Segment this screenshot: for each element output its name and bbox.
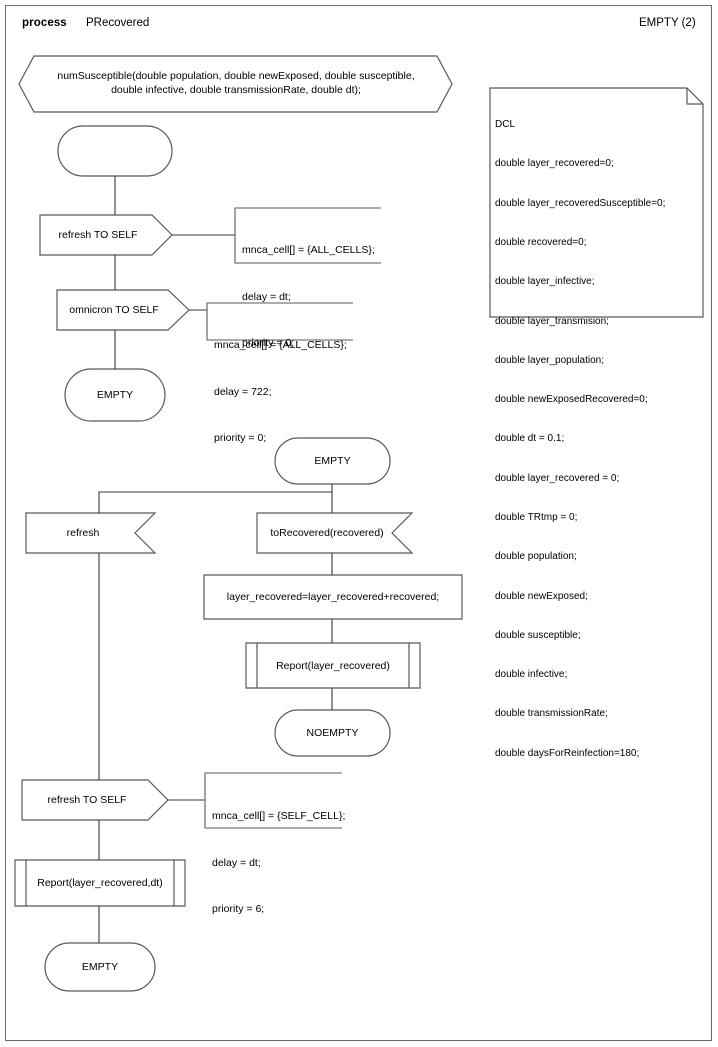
comment-refresh-2-line-1: mnca_cell[] = {SELF_CELL}; bbox=[212, 810, 346, 822]
dcl-line-8: double dt = 0.1; bbox=[495, 433, 565, 445]
dcl-line-10: double TRtmp = 0; bbox=[495, 512, 578, 523]
process-name: PRecovered bbox=[86, 17, 150, 29]
comment-refresh-2-line-2: delay = dt; bbox=[212, 856, 261, 869]
dcl-line-16: double daysForReinfection=180; bbox=[495, 747, 640, 759]
comment-refresh-1-text: mnca_cell[] = {ALL_CELLS}; delay = dt; p… bbox=[242, 212, 375, 383]
dcl-line-15: double transmissionRate; bbox=[495, 708, 608, 720]
task-layer-recovered-label: layer_recovered=layer_recovered+recovere… bbox=[226, 591, 440, 603]
dcl-line-4: double layer_infective; bbox=[495, 276, 595, 288]
procedure-report-1-label: Report(layer_recovered) bbox=[276, 659, 390, 672]
comment-refresh-2-line-3: priority = 6; bbox=[212, 903, 265, 915]
procedure-declaration-line-2: double infective, double transmissionRat… bbox=[111, 84, 361, 96]
start-state-label bbox=[58, 126, 172, 176]
input-refresh-label: refresh bbox=[66, 527, 100, 539]
dcl-line-5: double layer_transmision; bbox=[495, 315, 609, 327]
process-state-count-label: EMPTY (2) bbox=[639, 17, 696, 29]
state-empty-3-label: EMPTY bbox=[81, 961, 119, 973]
input-to-recovered-label: toRecovered(recovered) bbox=[270, 527, 384, 539]
comment-omnicron-line-2: delay = 722; bbox=[214, 385, 272, 398]
output-omnicron-self-label: omnicron TO SELF bbox=[69, 304, 159, 316]
dcl-line-2: double layer_recoveredSusceptible=0; bbox=[495, 197, 666, 209]
dcl-line-12: double newExposed; bbox=[495, 590, 588, 602]
process-keyword: process bbox=[22, 17, 67, 29]
output-refresh-self-2-label: refresh TO SELF bbox=[47, 794, 127, 806]
output-refresh-self-1-label: refresh TO SELF bbox=[58, 229, 138, 241]
procedure-declaration-text: numSusceptible(double population, double… bbox=[34, 60, 438, 106]
dcl-line-13: double susceptible; bbox=[495, 629, 581, 641]
state-empty-2-label: EMPTY bbox=[314, 455, 351, 467]
comment-refresh-1-line-3: priority = 0; bbox=[242, 337, 295, 349]
dcl-note-text: DCL double layer_recovered=0; double lay… bbox=[495, 92, 695, 786]
comment-refresh-2-text: mnca_cell[] = {SELF_CELL}; delay = dt; p… bbox=[212, 778, 345, 949]
comment-omnicron-line-3: priority = 0; bbox=[214, 432, 267, 444]
dcl-title: DCL bbox=[495, 119, 516, 131]
dcl-line-6: double layer_population; bbox=[495, 354, 604, 366]
dcl-line-9: double layer_recovered = 0; bbox=[495, 472, 620, 484]
comment-refresh-1-line-2: delay = dt; bbox=[242, 290, 291, 303]
dcl-line-7: double newExposedRecovered=0; bbox=[495, 394, 648, 406]
comment-refresh-1-line-1: mnca_cell[] = {ALL_CELLS}; bbox=[242, 244, 375, 256]
comment-omnicron-text: mnca_cell[] = {ALL_CELLS}; delay = 722; … bbox=[214, 307, 347, 478]
dcl-line-11: double population; bbox=[495, 551, 577, 563]
state-empty-1-label: EMPTY bbox=[96, 389, 134, 401]
procedure-report-2-label: Report(layer_recovered,dt) bbox=[37, 877, 163, 889]
dcl-line-1: double layer_recovered=0; bbox=[495, 158, 614, 170]
dcl-line-3: double recovered=0; bbox=[495, 237, 587, 249]
procedure-declaration-line-1: numSusceptible(double population, double… bbox=[57, 70, 415, 82]
comment-omnicron-line-1: mnca_cell[] = {ALL_CELLS}; bbox=[214, 339, 347, 351]
dcl-line-14: double infective; bbox=[495, 669, 568, 681]
state-noempty-label: NOEMPTY bbox=[306, 727, 359, 739]
